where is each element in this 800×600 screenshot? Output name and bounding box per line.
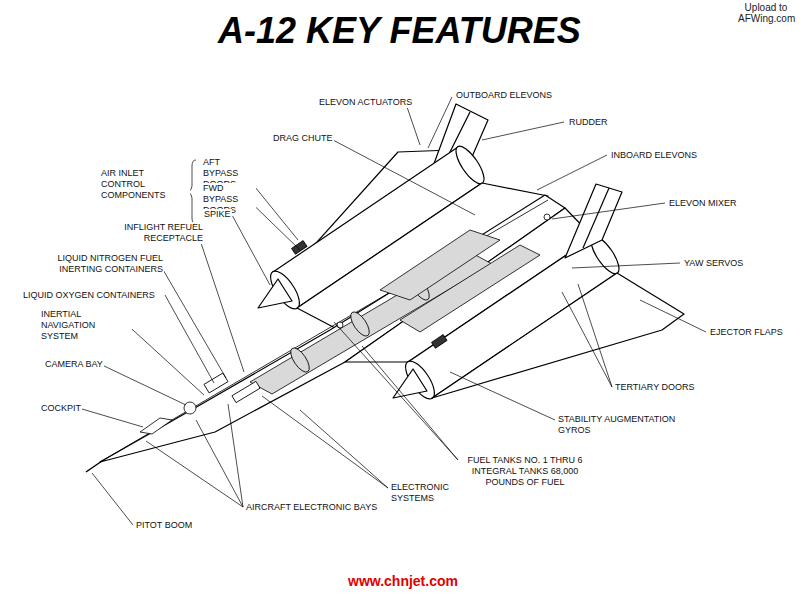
leader-lines xyxy=(82,97,706,525)
part-label: EJECTOR FLAPS xyxy=(709,327,784,338)
part-label: FUEL TANKS NO. 1 THRU 6 INTEGRAL TANKS 6… xyxy=(460,455,590,488)
leader-lines-part xyxy=(300,410,388,488)
part-label: TERTIARY DOORS xyxy=(614,382,696,393)
leader-lines-part xyxy=(562,292,612,387)
leader-lines-part xyxy=(578,284,612,387)
equipment-part xyxy=(204,373,228,393)
group-label: AIR INLET CONTROL COMPONENTS xyxy=(100,168,190,201)
equipment-part xyxy=(232,381,260,402)
leader-lines-part xyxy=(122,320,204,395)
fuel-tanks xyxy=(250,230,540,394)
watermark: Upload to AFWing.com xyxy=(738,2,794,24)
part-label: DRAG CHUTE xyxy=(272,133,334,144)
part-label: STABILITY AUGMENTATION GYROS xyxy=(557,414,677,436)
leader-lines-part xyxy=(428,97,452,148)
leader-lines-part xyxy=(82,409,143,427)
fuel-tanks-part xyxy=(400,245,540,332)
part-label: YAW SERVOS xyxy=(683,258,744,269)
fuel-tanks-part xyxy=(287,345,313,375)
part-label: ELEVON ACTUATORS xyxy=(318,97,413,108)
equipment-part xyxy=(292,241,308,255)
leader-lines-part xyxy=(92,473,133,525)
leader-lines-part xyxy=(334,322,458,460)
leader-lines-part xyxy=(406,104,420,145)
part-label: RUDDER xyxy=(568,117,609,128)
airframe-part xyxy=(86,461,102,472)
airframe-part xyxy=(258,279,292,308)
leader-lines-part xyxy=(537,155,607,190)
equipment-part xyxy=(140,418,172,434)
leader-lines-part xyxy=(572,263,680,268)
watermark: www.chnjet.com xyxy=(348,573,458,589)
leader-lines-part xyxy=(232,215,270,285)
part-label: COCKPIT xyxy=(40,403,82,414)
leader-lines-part xyxy=(640,300,706,332)
airframe xyxy=(86,104,684,472)
part-label: SPIKE xyxy=(203,209,232,220)
part-label: INFLIGHT REFUEL RECEPTACLE xyxy=(118,222,204,244)
part-label: ELEVON MIXER xyxy=(668,198,738,209)
leader-lines-part xyxy=(333,140,475,215)
leader-lines-part xyxy=(162,268,226,378)
leader-lines-part xyxy=(165,295,214,383)
part-label: INERTIAL NAVIGATION SYSTEM xyxy=(40,309,132,342)
leader-lines-part xyxy=(482,122,564,140)
part-label: PITOT BOOM xyxy=(135,520,193,531)
equipment-part xyxy=(337,322,343,328)
fuel-tanks-part xyxy=(347,309,373,339)
leader-lines-part xyxy=(102,365,186,405)
equipment-part xyxy=(184,402,196,414)
part-label: OUTBOARD ELEVONS xyxy=(455,90,553,101)
part-label: CAMERA BAY xyxy=(44,359,104,370)
leader-lines-part xyxy=(262,396,388,488)
part-label: LIQUID NITROGEN FUEL INERTING CONTAINERS xyxy=(50,253,164,275)
diagram-title: A-12 KEY FEATURES xyxy=(218,10,581,52)
airframe-part xyxy=(565,184,622,258)
leader-lines-part xyxy=(228,404,243,507)
part-label: INBOARD ELEVONS xyxy=(610,150,698,161)
leader-lines-part xyxy=(196,420,243,507)
leader-lines-part xyxy=(552,203,665,219)
equipment-part xyxy=(544,214,550,220)
leader-lines-part xyxy=(200,240,244,372)
leader-lines-part xyxy=(362,346,458,460)
equipment xyxy=(140,214,550,434)
part-label: AIRCRAFT ELECTRONIC BAYS xyxy=(245,502,378,513)
leader-lines-part xyxy=(146,441,243,507)
airframe-part xyxy=(583,188,609,248)
part-label: LIQUID OXYGEN CONTAINERS xyxy=(22,290,156,301)
leader-lines-part xyxy=(450,372,555,420)
fuel-tanks-part xyxy=(250,252,492,394)
airframe-part xyxy=(451,142,489,187)
equipment-part xyxy=(432,335,448,349)
part-label: ELECTRONIC SYSTEMS xyxy=(390,482,458,504)
